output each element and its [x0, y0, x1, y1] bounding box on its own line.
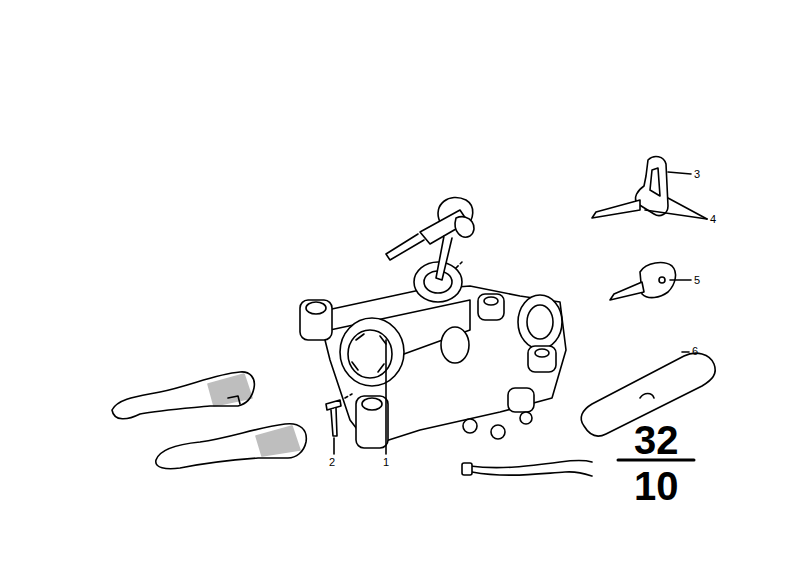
- wire-plug: [462, 463, 472, 475]
- mounting-ear: [300, 300, 332, 340]
- ear-hole: [306, 302, 326, 314]
- mounting-ear: [528, 346, 556, 372]
- housing-bore: [441, 327, 469, 363]
- door-handle: [156, 424, 307, 469]
- key-slot: [650, 168, 660, 196]
- leader-line: [385, 340, 387, 454]
- door-handle: [112, 372, 254, 419]
- assembly-line: [345, 394, 352, 398]
- leader-line: [668, 198, 707, 219]
- housing-tube-end: [518, 295, 562, 349]
- screw-shank: [331, 408, 337, 436]
- group-number: 32: [634, 420, 679, 460]
- callout-number: 3: [694, 169, 700, 180]
- key-head: [455, 217, 474, 237]
- key-hole: [659, 277, 665, 283]
- cylinder-tabs: [352, 334, 386, 372]
- leader-line: [670, 279, 691, 281]
- callout-number: 2: [329, 457, 335, 468]
- lock-cylinder: [340, 318, 404, 386]
- ear-hole: [535, 349, 549, 357]
- callout-number: 5: [694, 275, 700, 286]
- key-blade: [436, 236, 452, 280]
- wire: [470, 461, 592, 468]
- housing-tube-bore: [527, 305, 553, 339]
- housing-bolt: [520, 412, 532, 424]
- ear-hole: [362, 398, 382, 410]
- gasket-hole: [640, 394, 654, 399]
- mounting-ear: [508, 388, 534, 412]
- handle-detail: [228, 396, 240, 404]
- callout-number: 1: [383, 457, 389, 468]
- handle-grip: [256, 426, 300, 456]
- leader-line: [668, 172, 691, 174]
- mounting-ear: [356, 396, 388, 448]
- housing-bolt: [491, 425, 505, 439]
- key-blade: [386, 234, 424, 260]
- leader-line: [682, 351, 689, 353]
- handle-grip: [208, 374, 252, 406]
- callout-number: 4: [710, 214, 716, 225]
- assembly-line: [456, 262, 462, 268]
- mounting-ear: [478, 294, 504, 320]
- leader-line: [333, 438, 335, 454]
- wire: [472, 472, 592, 476]
- callout-number: 6: [692, 346, 698, 357]
- key-blade: [592, 200, 640, 218]
- group-number: 10: [634, 466, 679, 506]
- housing-bolt: [463, 419, 477, 433]
- screw-head: [326, 400, 341, 410]
- key-blade: [610, 282, 644, 300]
- ear-hole: [484, 297, 498, 305]
